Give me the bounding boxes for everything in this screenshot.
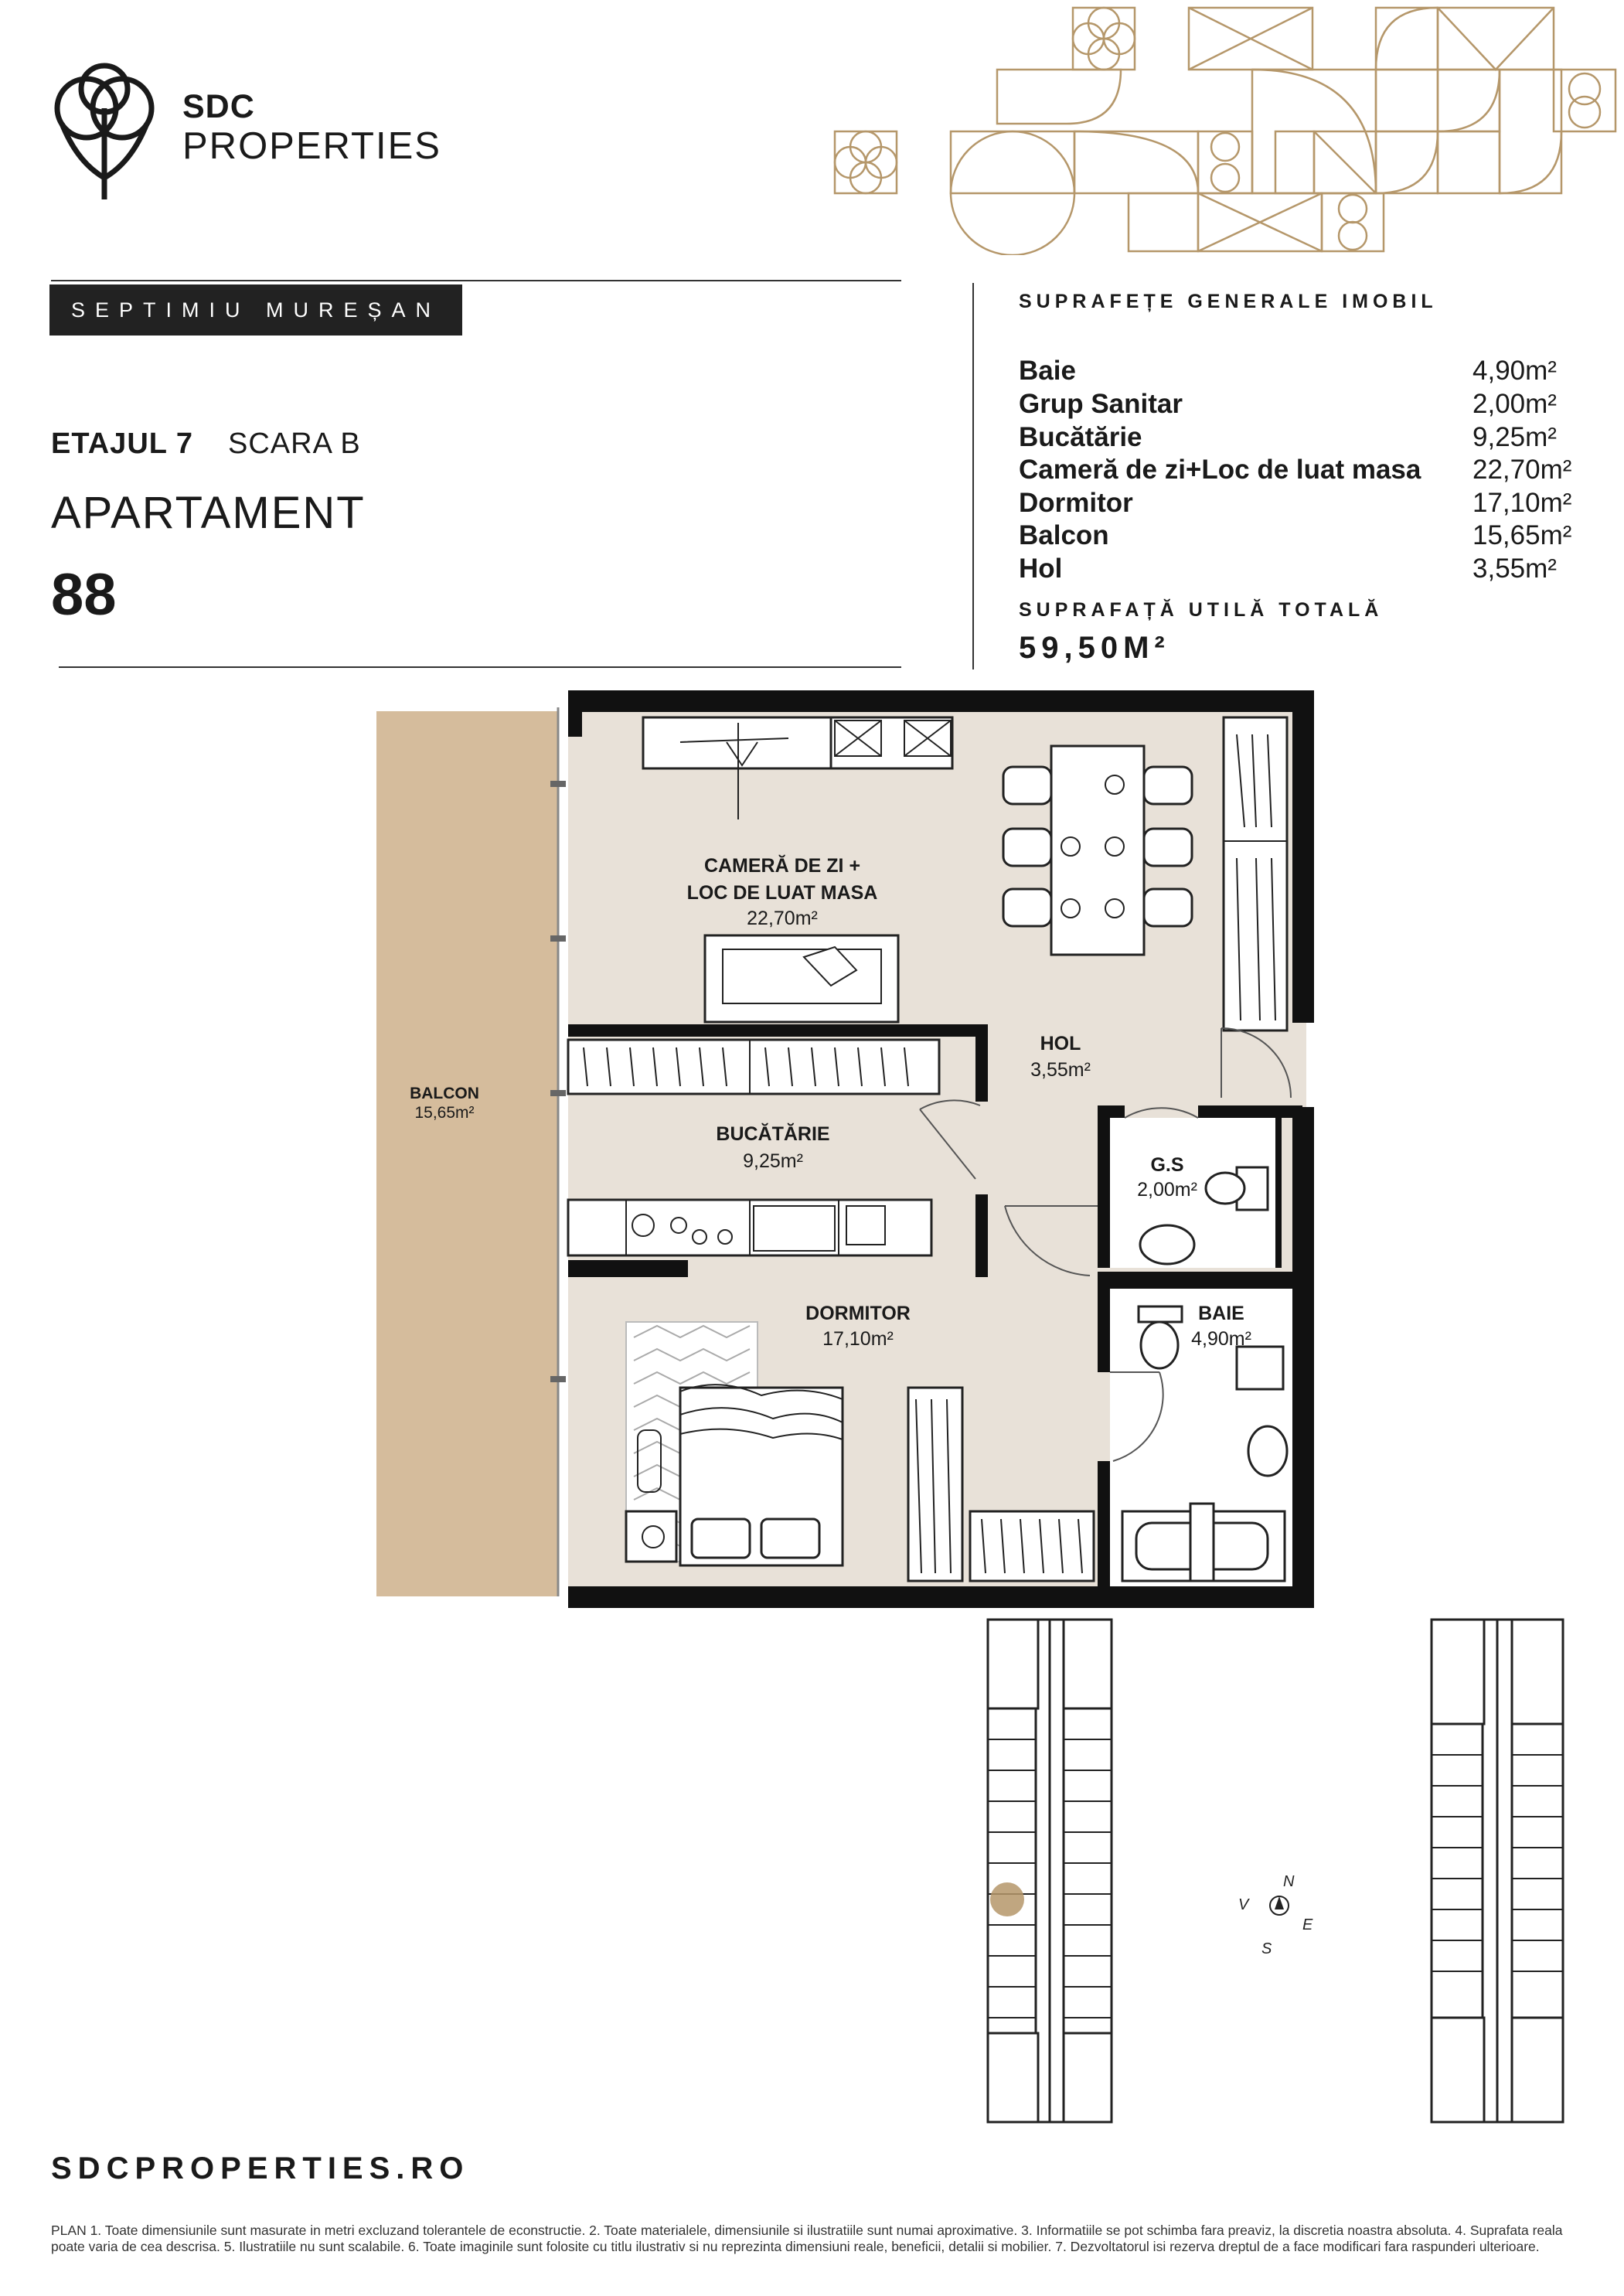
surface-row: Grup Sanitar 2,00m² [1019, 389, 1591, 421]
surface-label: Cameră de zi+Loc de luat masa [1019, 455, 1421, 485]
surface-label: Grup Sanitar [1019, 389, 1183, 419]
surface-row: Balcon 15,65m² [1019, 520, 1591, 553]
balcon-area: 15,65m² [414, 1104, 474, 1122]
hol-area: 3,55m² [1030, 1059, 1091, 1081]
living-label-line2: LOC DE LUAT MASA [687, 882, 878, 904]
website-link[interactable]: SDCPROPERTIES.RO [51, 2151, 470, 2185]
disclaimer-text: PLAN 1. Toate dimensiunile sunt masurate… [51, 2223, 1563, 2254]
living-area: 22,70m² [747, 908, 818, 929]
floor-plan: CAMERĂ DE ZI + LOC DE LUAT MASA 22,70m² … [376, 690, 1314, 1608]
surface-label: Dormitor [1019, 488, 1133, 518]
gs-label: G.S [1150, 1154, 1183, 1176]
stair-label: SCARA B [228, 428, 361, 460]
decorative-pattern-icon [833, 6, 1617, 255]
apartment-number: 88 [51, 562, 117, 628]
surface-value: 4,90m² [1472, 356, 1557, 386]
surface-value: 22,70m² [1472, 455, 1572, 485]
surfaces-title: SUPRAFEȚE GENERALE IMOBIL [1019, 291, 1438, 312]
surface-label: Baie [1019, 356, 1076, 386]
brand-subtitle: PROPERTIES [182, 125, 441, 167]
apartment-location-marker [990, 1882, 1024, 1916]
baie-area: 4,90m² [1191, 1328, 1251, 1350]
project-tag: SEPTIMIU MUREȘAN [49, 284, 462, 336]
surface-row: Baie 4,90m² [1019, 356, 1591, 388]
kitchen-label: BUCĂTĂRIE [716, 1122, 829, 1145]
surface-row: Bucătărie 9,25m² [1019, 422, 1591, 455]
surface-label: Balcon [1019, 520, 1109, 550]
dormitor-area: 17,10m² [822, 1328, 894, 1350]
kitchen-area: 9,25m² [743, 1150, 803, 1172]
top-divider [51, 280, 901, 281]
gs-area: 2,00m² [1137, 1179, 1197, 1201]
surface-value: 17,10m² [1472, 488, 1572, 518]
surface-row: Hol 3,55m² [1019, 554, 1591, 586]
total-area-label: SUPRAFAȚĂ UTILĂ TOTALĂ [1019, 599, 1384, 621]
surface-value: 3,55m² [1472, 554, 1557, 584]
surface-label: Hol [1019, 554, 1063, 584]
dormitor-label: DORMITOR [805, 1303, 911, 1324]
vertical-divider [972, 283, 974, 669]
brand-name: SDC [182, 88, 255, 125]
baie-label: BAIE [1198, 1303, 1244, 1324]
surface-row: Dormitor 17,10m² [1019, 488, 1591, 520]
surface-value: 15,65m² [1472, 520, 1572, 550]
sdc-logo-icon [54, 63, 155, 199]
floor-label: ETAJUL 7 [51, 428, 193, 460]
compass-e: E [1302, 1916, 1313, 1933]
total-area-value: 59,50M² [1019, 631, 1170, 665]
apartment-type: APARTAMENT [51, 488, 366, 538]
surface-value: 9,25m² [1472, 422, 1557, 452]
balcony-area [376, 711, 558, 1596]
living-label-line1: CAMERĂ DE ZI + [704, 854, 860, 877]
surface-value: 2,00m² [1472, 389, 1557, 419]
hol-label: HOL [1040, 1033, 1081, 1054]
site-plan: N V E S [986, 1618, 1564, 2124]
compass-v: V [1238, 1896, 1250, 1913]
title-divider [59, 666, 901, 668]
compass-n: N [1283, 1873, 1295, 1890]
surface-label: Bucătărie [1019, 422, 1142, 452]
surface-row: Cameră de zi+Loc de luat masa 22,70m² [1019, 455, 1591, 487]
compass-s: S [1261, 1940, 1272, 1957]
balcon-label: BALCON [410, 1085, 479, 1102]
